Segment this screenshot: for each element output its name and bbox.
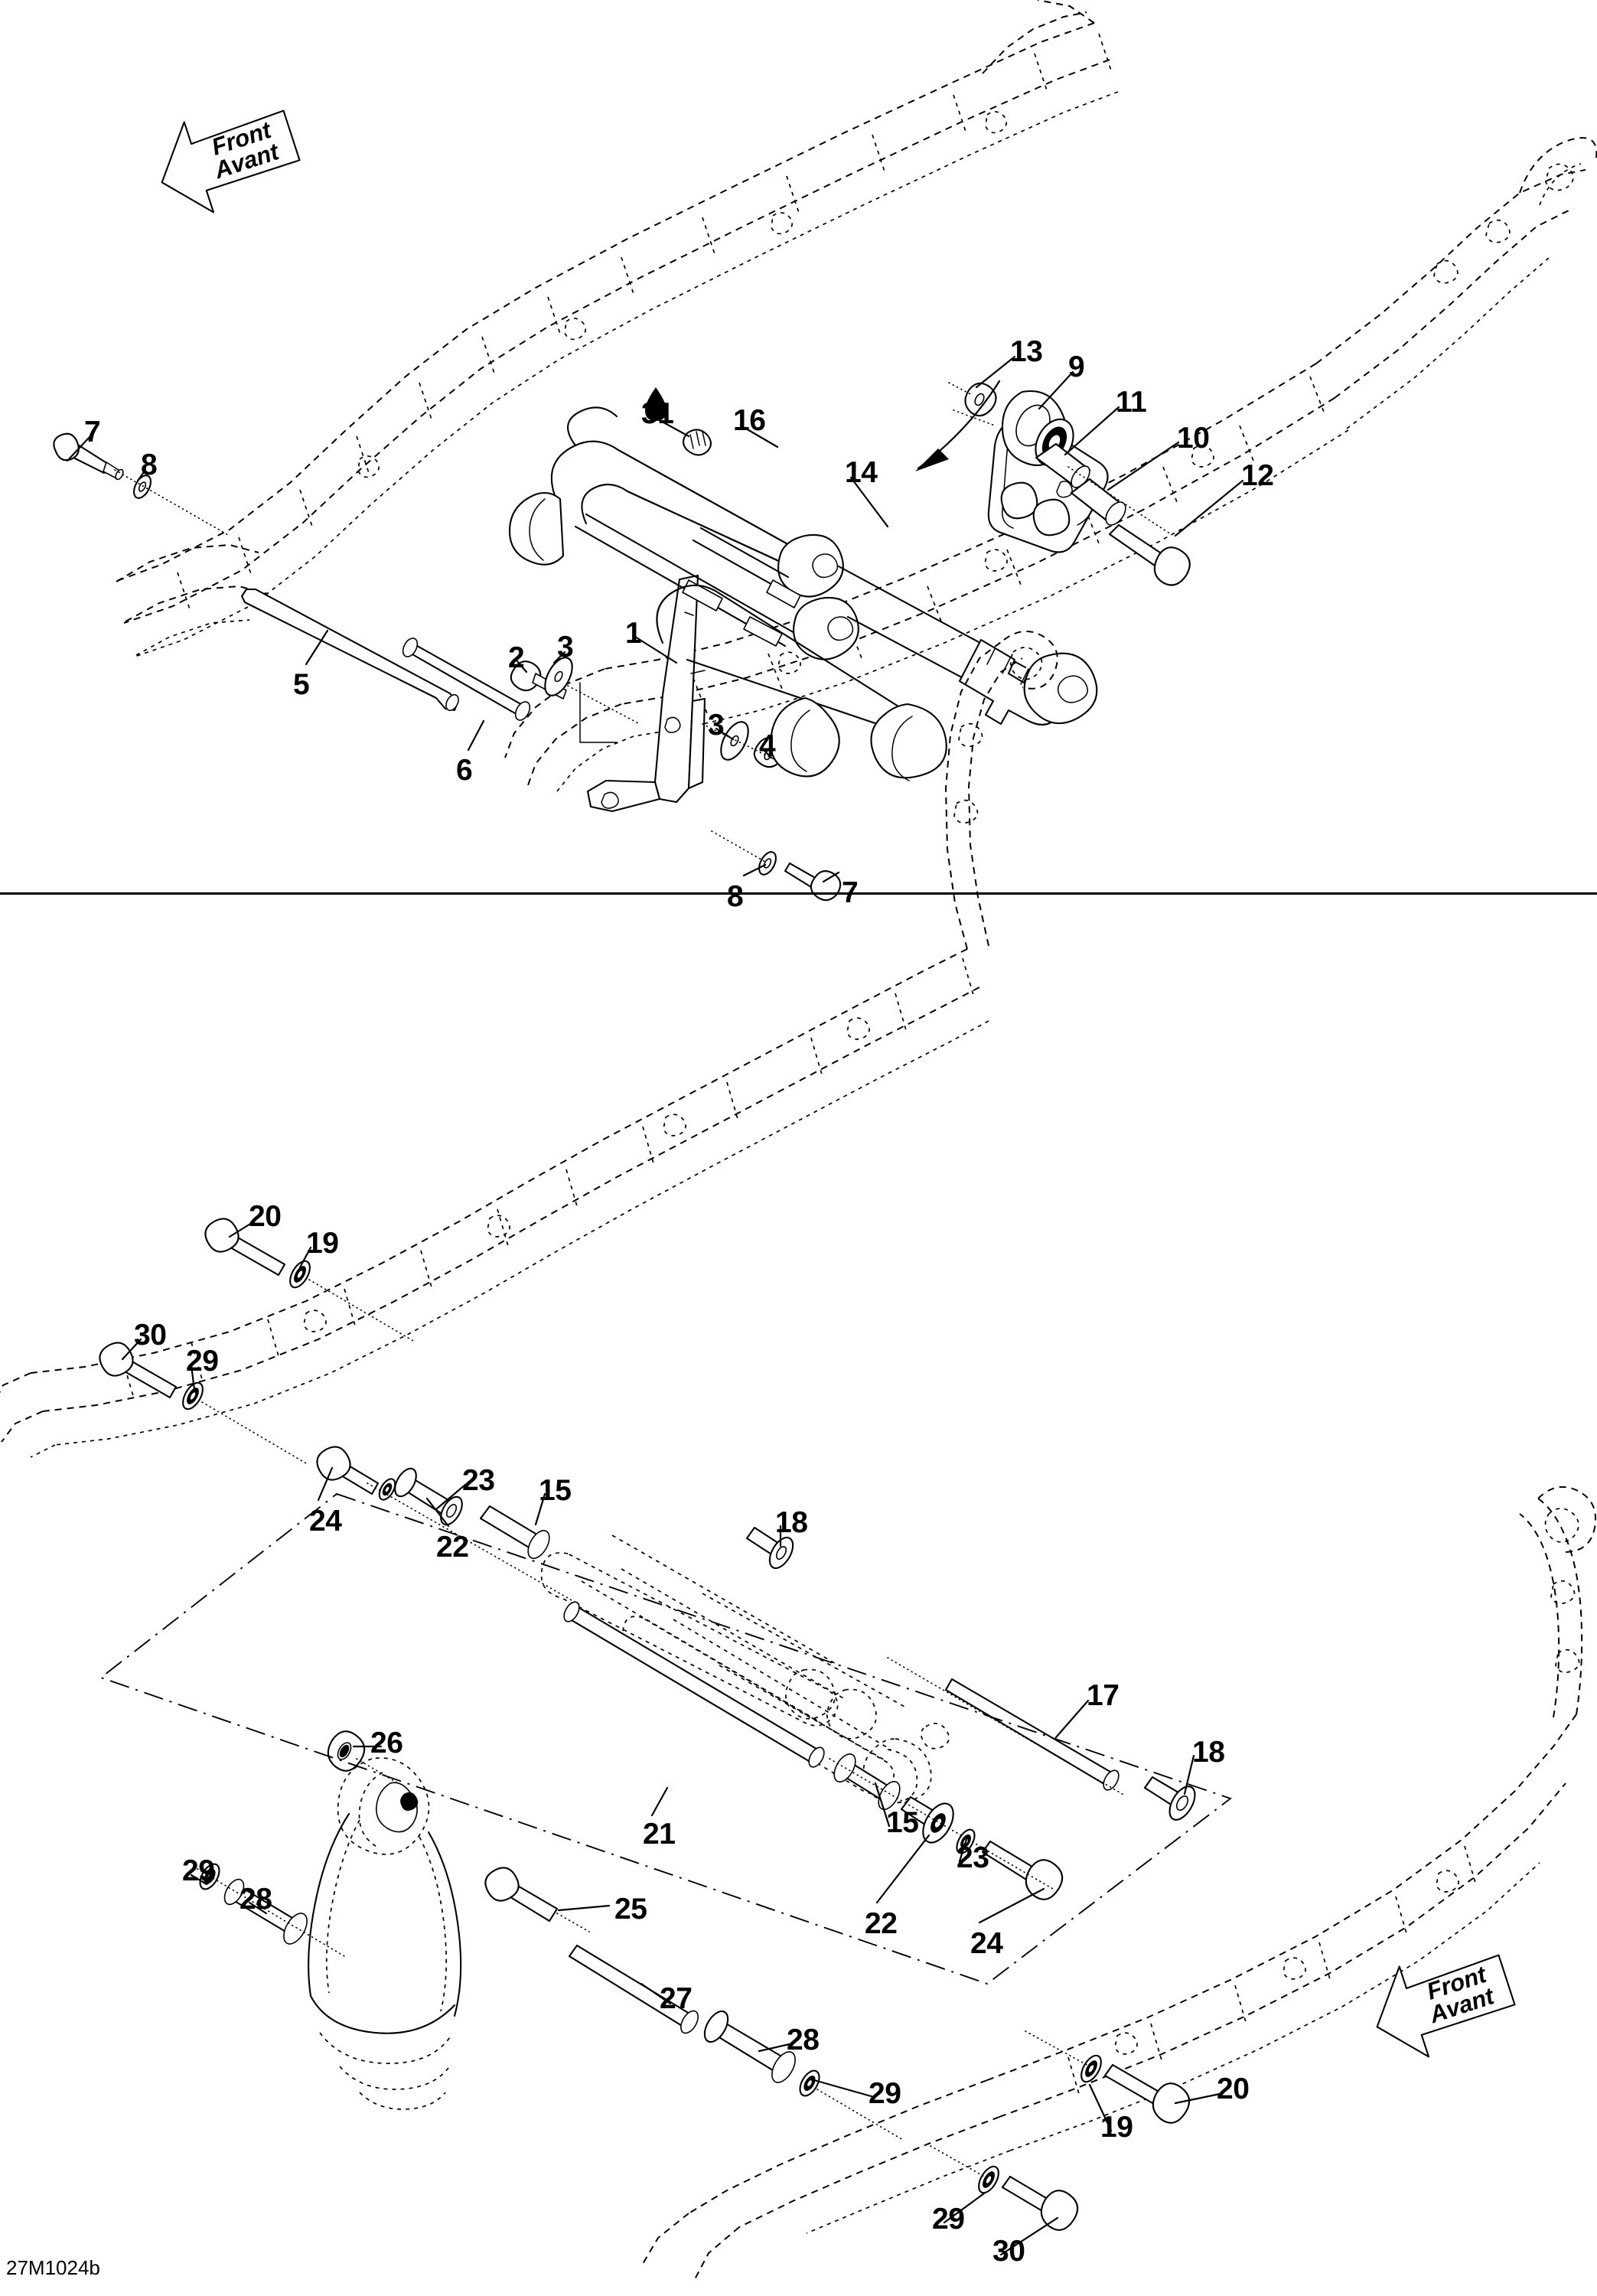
callout-8: 8 — [727, 880, 744, 913]
leader-lines — [66, 355, 1244, 2256]
front-avant-arrow-top — [161, 109, 301, 214]
front-avant-arrow-bottom — [1376, 1954, 1516, 2058]
callout-29: 29 — [932, 2203, 965, 2236]
callout-15: 15 — [539, 1474, 572, 1507]
shock-absorber — [308, 1730, 462, 2110]
callout-2: 2 — [508, 641, 525, 674]
callout-21: 21 — [643, 1818, 676, 1851]
callout-10: 10 — [1177, 422, 1210, 455]
callout-17: 17 — [1087, 1679, 1120, 1712]
callout-7: 7 — [84, 416, 101, 448]
callout-7: 7 — [842, 876, 859, 909]
lower-arm-hidden — [540, 1534, 950, 1804]
drawing-code: 27M1024b — [6, 2256, 100, 2279]
part-31-grease-symbol — [645, 387, 667, 421]
callout-24: 24 — [970, 1927, 1003, 1960]
panel-divider — [0, 892, 1597, 895]
callout-24: 24 — [309, 1505, 342, 1538]
part-28-29-left — [197, 1863, 345, 1957]
upper-bracket-group — [915, 380, 1191, 586]
callout-15: 15 — [886, 1806, 919, 1839]
lower-left-rail — [0, 631, 1058, 1458]
part-17-axle — [887, 1657, 1126, 1796]
part-25-bolt — [484, 1867, 590, 1932]
lower-right-rail — [642, 1486, 1596, 2280]
callout-25: 25 — [614, 1893, 647, 1926]
callout-23: 23 — [462, 1464, 495, 1497]
upper-left-rail — [114, 0, 1119, 657]
part-18-bushing-upper — [745, 1526, 794, 1570]
lower-fasteners-left — [316, 1446, 579, 1605]
callout-8: 8 — [141, 448, 158, 481]
lower-bolt-30-29 — [99, 1342, 307, 1464]
callout-28: 28 — [787, 2024, 820, 2056]
callout-29: 29 — [182, 1854, 215, 1887]
callout-31: 31 — [641, 397, 674, 430]
callout-30: 30 — [992, 2235, 1025, 2268]
upper-left-rail-tail — [982, 11, 1087, 74]
upper-left-bolt-washer — [53, 432, 230, 536]
callout-16: 16 — [733, 404, 766, 437]
lower-bolt-19-20-right — [1025, 2030, 1191, 2124]
part-21-axle — [563, 1601, 825, 1768]
callout-9: 9 — [1068, 351, 1085, 383]
callout-20: 20 — [249, 1200, 282, 1233]
callout-26: 26 — [370, 1727, 403, 1760]
callout-22: 22 — [865, 1907, 898, 1940]
construction-boundary — [99, 1492, 1232, 1985]
callout-14: 14 — [845, 456, 878, 489]
callout-20: 20 — [1217, 2073, 1250, 2105]
callout-18: 18 — [1192, 1736, 1225, 1769]
part-18-bushing-lower — [1143, 1776, 1196, 1821]
upper-fasteners-2-3-4 — [510, 657, 790, 768]
callout-22: 22 — [436, 1531, 469, 1564]
lower-panel-artwork — [0, 631, 1596, 2280]
lower-bolt-29-30-bottom — [930, 2145, 1079, 2231]
callout-30: 30 — [134, 1319, 167, 1352]
part-16-grease-fitting — [682, 429, 712, 456]
part-1-arm — [586, 574, 706, 813]
callout-11: 11 — [1116, 386, 1147, 419]
callout-13: 13 — [1010, 335, 1043, 368]
upper-left-rail-nose — [116, 543, 269, 656]
lower-bolt-20-19 — [204, 1218, 414, 1342]
lower-fasteners-right — [829, 1753, 1064, 1900]
part-5-axle — [240, 588, 459, 712]
part-27-28-29-bottom — [568, 1944, 904, 2141]
callout-18: 18 — [775, 1506, 808, 1539]
callout-28: 28 — [240, 1883, 272, 1916]
callout-3: 3 — [708, 709, 725, 742]
callout-23: 23 — [957, 1841, 989, 1874]
callout-19: 19 — [1100, 2111, 1133, 2144]
part-6-sleeve — [402, 638, 531, 721]
callout-4: 4 — [759, 729, 776, 762]
callout-29: 29 — [186, 1345, 219, 1378]
callout-3: 3 — [557, 631, 574, 664]
callout-6: 6 — [456, 754, 473, 787]
callout-19: 19 — [306, 1227, 339, 1260]
callout-1: 1 — [625, 617, 642, 650]
callout-12: 12 — [1241, 459, 1274, 492]
callout-5: 5 — [293, 668, 310, 701]
callout-29: 29 — [869, 2077, 901, 2110]
callout-27: 27 — [660, 1982, 693, 2015]
